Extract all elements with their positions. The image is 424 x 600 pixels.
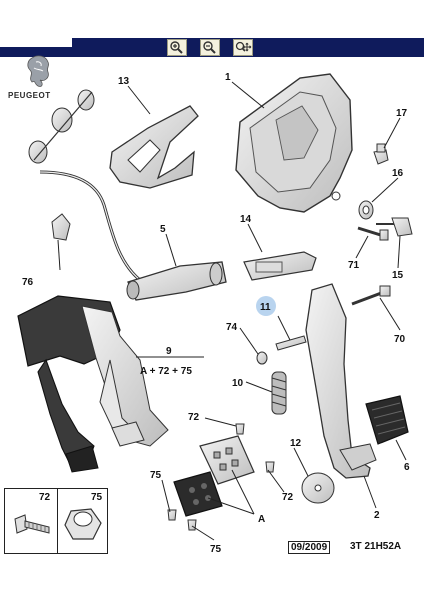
callout-72-top: 72 (188, 412, 200, 423)
toolbar-tab (0, 38, 72, 47)
callout-A: A (258, 514, 265, 525)
part-11-pin (256, 335, 307, 365)
part-10-spring (271, 371, 287, 415)
legend-box: 72 75 (4, 488, 108, 554)
zoom-in-button[interactable] (167, 39, 187, 56)
part-2-pedal-arm (305, 283, 377, 479)
callout-15: 15 (392, 270, 404, 281)
part-15-pivot (376, 217, 413, 237)
callout-74: 74 (226, 322, 238, 333)
part-76-clip (51, 213, 71, 241)
callout-13: 13 (118, 76, 130, 87)
callout-6: 6 (404, 462, 410, 473)
callout-11-highlight (256, 296, 276, 316)
footer-reference: 3T 21H52A (350, 541, 402, 552)
part-16-nut (358, 200, 374, 220)
callout-75-left: 75 (150, 470, 162, 481)
part-17-bolt (373, 143, 389, 165)
callout-2: 2 (374, 510, 380, 521)
callout-5: 5 (160, 224, 166, 235)
zoom-out-icon (203, 41, 216, 54)
footer-date: 09/2009 (288, 541, 331, 554)
leader-lines (57, 81, 407, 541)
peugeot-lion-icon (27, 55, 49, 87)
part-6-pedal-pad (365, 395, 409, 445)
part-1-pedal-housing (235, 73, 353, 213)
callout-76: 76 (22, 277, 34, 288)
callout-71: 71 (348, 260, 360, 271)
legend-label-nut: 75 (91, 492, 103, 503)
part-70-bolt (351, 285, 391, 306)
zoom-move-button[interactable] (233, 39, 253, 56)
callout-17: 17 (396, 108, 408, 119)
viewer-toolbar (0, 38, 424, 57)
zoom-in-icon (170, 41, 183, 54)
zoom-out-button[interactable] (200, 39, 220, 56)
callout-10: 10 (232, 378, 244, 389)
zoom-move-icon (235, 41, 252, 52)
callout-11: 11 (260, 302, 271, 313)
callout-14: 14 (240, 214, 252, 225)
callout-1: 1 (225, 72, 231, 83)
part-A-pad-kit (173, 435, 255, 517)
small-screws (167, 423, 275, 531)
callout-75-bottom: 75 (210, 544, 222, 555)
part-13-bracket (109, 105, 199, 189)
callout-9-formula: A + 72 + 75 (140, 366, 192, 377)
part-71-bolt (357, 226, 389, 241)
brand-name: PEUGEOT (8, 91, 51, 100)
pedal-assembly (17, 295, 169, 473)
legend-divider (57, 489, 58, 553)
callout-12: 12 (290, 438, 302, 449)
clutch-cable (28, 89, 141, 282)
part-5-master-cylinder (126, 261, 227, 301)
callout-9: 9 (166, 346, 172, 357)
callout-16: 16 (392, 168, 404, 179)
callout-72-right: 72 (282, 492, 294, 503)
screw-icon (14, 514, 50, 534)
part-12-pad (301, 472, 335, 504)
nut-icon (64, 508, 102, 540)
callout-70: 70 (394, 334, 406, 345)
legend-label-screw: 72 (39, 492, 51, 503)
part-14-switch (243, 251, 317, 281)
